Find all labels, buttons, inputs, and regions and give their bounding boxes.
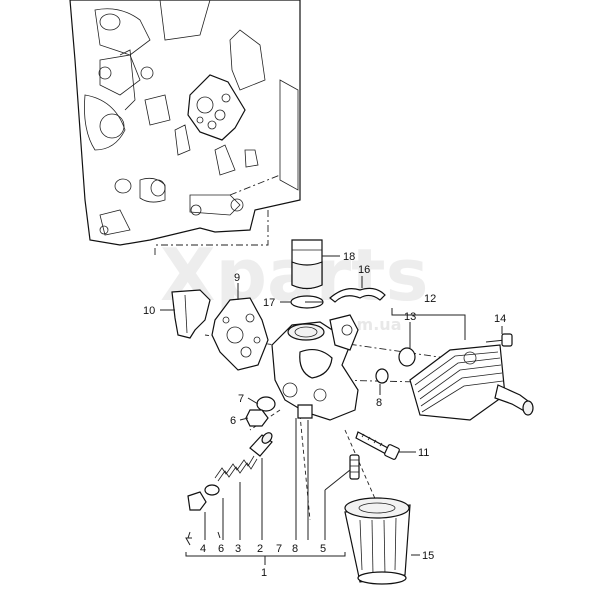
callout-bottom-6: 6 — [218, 543, 224, 555]
callout-14: 14 — [494, 313, 506, 325]
guide-line — [319, 339, 461, 361]
part-10-bracket[interactable] — [171, 289, 211, 339]
part-3-spring[interactable] — [214, 455, 258, 482]
guide-line — [155, 210, 269, 246]
part-14-bolt[interactable] — [485, 333, 513, 347]
callout-10: 10 — [143, 305, 155, 317]
callout-8: 8 — [376, 397, 382, 409]
callout-16: 16 — [358, 264, 370, 276]
callout-12: 12 — [424, 293, 436, 305]
callout-15: 15 — [422, 550, 434, 562]
callout-bottom-7: 7 — [276, 543, 282, 555]
callout-11: 11 — [418, 447, 429, 459]
guide-line — [249, 409, 281, 431]
part-7-washer[interactable] — [256, 396, 276, 412]
callout-bottom-2: 2 — [257, 543, 263, 555]
callout-7: 7 — [238, 393, 244, 405]
part-8-seal-ring[interactable] — [375, 368, 389, 384]
part-9-gasket[interactable] — [211, 297, 269, 371]
callout-13: 13 — [404, 311, 416, 323]
part-6-seal[interactable] — [204, 484, 220, 496]
part-12-oil-cooler[interactable] — [409, 344, 534, 421]
part-6-plug[interactable] — [245, 409, 269, 427]
callout-bottom-5: 5 — [320, 543, 326, 555]
part-5-stud[interactable] — [349, 454, 360, 480]
callout-leaders — [160, 255, 503, 565]
guide-line — [229, 174, 281, 196]
oil-filter-housing[interactable] — [271, 314, 359, 421]
part-18-pipe[interactable] — [291, 239, 323, 290]
part-13-o-ring[interactable] — [398, 347, 416, 367]
callout-bottom-8: 8 — [292, 543, 298, 555]
callout-bottom-4: 4 — [200, 543, 206, 555]
callout-18: 18 — [343, 251, 355, 263]
callout-6: 6 — [230, 415, 236, 427]
callout-17: 17 — [263, 297, 275, 309]
callout-bottom-3: 3 — [235, 543, 241, 555]
part-4-plug[interactable] — [187, 491, 207, 511]
part-15-oil-filter[interactable] — [344, 497, 411, 585]
engine-block — [69, 0, 301, 246]
callout-bottom-1: 1 — [261, 567, 267, 579]
part-16-clip[interactable] — [329, 287, 386, 303]
guide-line — [344, 429, 381, 511]
part-2-piston[interactable] — [249, 431, 274, 457]
part-11-bolt[interactable] — [355, 431, 400, 460]
callout-9: 9 — [234, 272, 240, 284]
